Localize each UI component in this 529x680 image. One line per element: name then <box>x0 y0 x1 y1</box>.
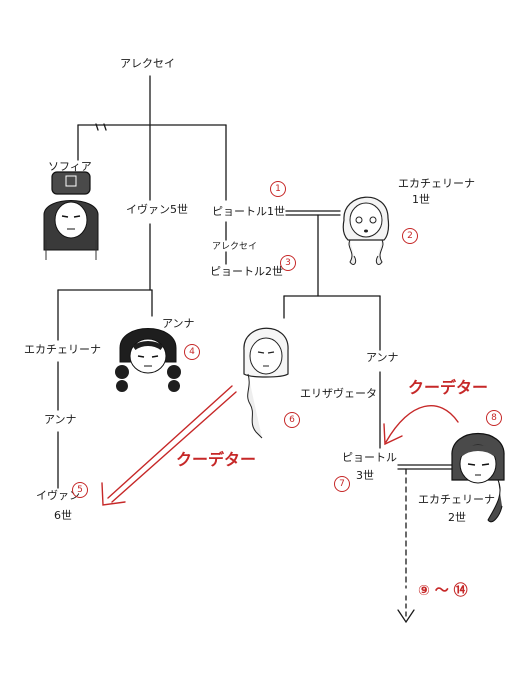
anna-portrait-icon <box>115 328 181 392</box>
ekaterina2-portrait-icon <box>451 433 505 523</box>
label-peter3-suffix: 3世 <box>356 469 374 482</box>
label-ekaterina-left: エカチェリーナ <box>24 343 101 356</box>
label-sofia: ソフィア <box>48 160 92 173</box>
elizaveta-portrait-icon <box>243 327 289 439</box>
label-ivan5: イヴァン5世 <box>126 203 188 216</box>
label-ivan6: イヴァン <box>36 489 80 502</box>
ekaterina1-portrait-icon <box>342 196 390 265</box>
coup-arrow-right-head <box>383 423 403 446</box>
label-anna-left: アンナ <box>44 413 77 426</box>
label-peter2: ピョートル2世 <box>210 265 283 278</box>
marriage-peter1 <box>285 210 341 216</box>
label-peter1: ピョートル1世 <box>212 205 285 218</box>
coup-arrow-left-2 <box>111 391 237 503</box>
label-ekaterina1: エカチェリーナ <box>398 177 475 190</box>
coup-arrow-left-head <box>101 482 126 506</box>
number-badge-6: 6 <box>284 412 300 428</box>
tick-marks <box>95 123 107 131</box>
number-badge-1: 1 <box>270 181 286 197</box>
continuation-arrowhead <box>397 609 415 624</box>
number-badge-5: 5 <box>72 482 88 498</box>
label-anna-ivan-daughter: アンナ <box>162 317 195 330</box>
number-badge-3: 3 <box>280 255 296 271</box>
label-anna-right: アンナ <box>366 351 399 364</box>
coup-label-left: クーデター <box>176 450 257 469</box>
label-alexei-mid: アレクセイ <box>212 242 258 252</box>
continuation-label: ⑨ ～ ⑭ <box>418 583 468 599</box>
coup-label-right: クーデター <box>408 378 489 397</box>
number-badge-4: 4 <box>184 344 200 360</box>
number-badge-2: 2 <box>402 228 418 244</box>
label-elizaveta: エリザヴェータ <box>300 387 377 400</box>
number-badge-8: 8 <box>486 410 502 426</box>
label-ivan6-suffix: 6世 <box>54 509 72 522</box>
coup-arrow-left-1 <box>107 385 233 499</box>
number-badge-7: 7 <box>334 476 350 492</box>
label-peter3: ピョートル <box>342 451 397 464</box>
label-ekaterina1-suffix: 1世 <box>412 193 430 206</box>
label-ekaterina2: エカチェリーナ <box>418 493 495 506</box>
marriage-peter3 <box>397 464 453 470</box>
sofia-portrait-icon <box>43 171 99 260</box>
label-alexei-top: アレクセイ <box>120 57 175 70</box>
coup-arrow-right <box>385 405 459 443</box>
label-ekaterina2-suffix: 2世 <box>448 511 466 524</box>
